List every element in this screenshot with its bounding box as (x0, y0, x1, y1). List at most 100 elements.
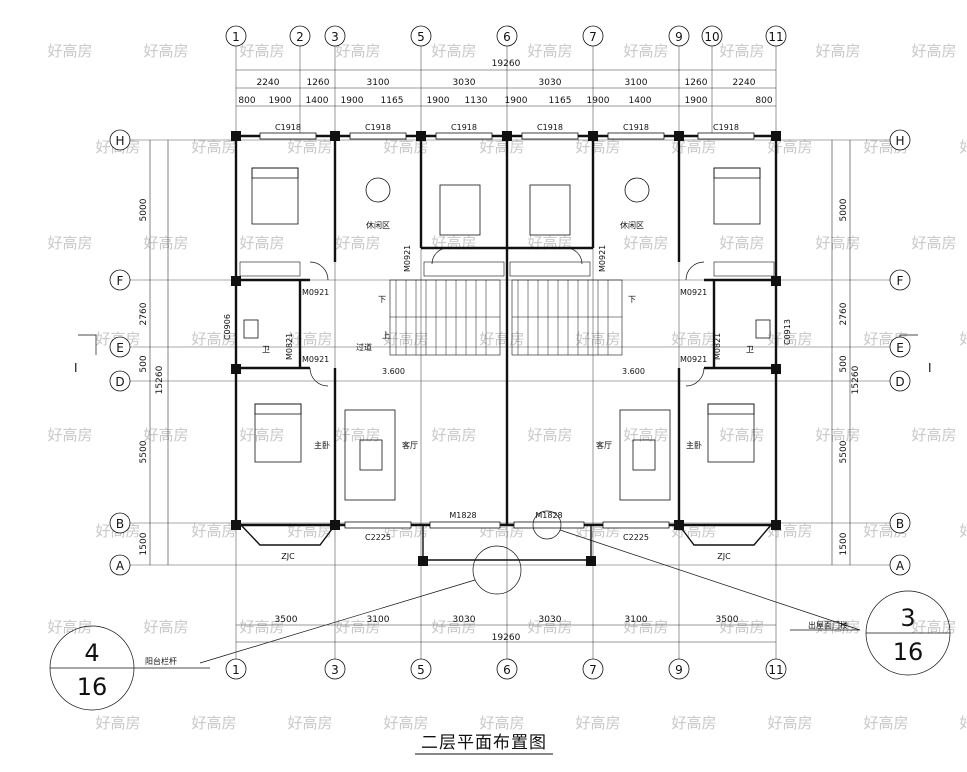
axis-label: 7 (589, 663, 597, 677)
elevation-label: 3.600 (382, 367, 405, 376)
dim-bottom-row: 3030 (539, 615, 562, 625)
watermark-text: 好高房 (479, 330, 524, 348)
axis-label: F (117, 274, 124, 288)
dim-top-row1: 3100 (367, 78, 390, 88)
dim-top-row1: 2240 (257, 78, 280, 88)
axis-bubble-col-9: 9 (668, 658, 690, 680)
axis-label: 9 (675, 30, 683, 44)
dim-side-right: 5000 (839, 198, 849, 221)
watermark-text: 好高房 (527, 426, 572, 444)
dim-bottom-row: 3500 (716, 615, 739, 625)
dim-top-row1: 3100 (625, 78, 648, 88)
watermark-text: 好高房 (287, 522, 332, 540)
watermark-text: 好高房 (719, 234, 764, 252)
dim-side-total-left: 15260 (155, 365, 165, 394)
rest-area-label: 休闲区 (366, 220, 390, 230)
dim-side-right: 500 (839, 355, 849, 372)
axis-bubble-row-A: A (109, 554, 131, 576)
axis-label: B (116, 517, 124, 531)
axis-bubble-row-B: B (889, 512, 911, 534)
axis-label: 11 (768, 30, 783, 44)
axis-label: 1 (232, 30, 240, 44)
watermark-text: 好高房 (671, 714, 716, 732)
elevation-label: 3.600 (622, 367, 645, 376)
watermark-text: 好高房 (431, 42, 476, 60)
watermark-text: 好高房 (479, 714, 524, 732)
door-label: M1828 (535, 511, 562, 520)
door-label: M0921 (302, 288, 329, 297)
watermark-text: 好高房 (47, 42, 92, 60)
axis-label: E (896, 341, 904, 355)
door-label: M0821 (285, 333, 294, 360)
axis-bubble-row-H: H (889, 129, 911, 151)
door-label: M0921 (598, 245, 607, 272)
axis-bubble-row-F: F (109, 269, 131, 291)
living-room-label: 客厅 (402, 440, 418, 450)
axis-bubble-col-7: 7 (582, 658, 604, 680)
dim-top-row2: 1900 (505, 96, 528, 106)
watermark-text: 好高房 (239, 618, 284, 636)
axis-bubble-col-3: 3 (324, 25, 346, 47)
axis-bubble-col-1: 1 (225, 658, 247, 680)
dim-top-row2: 1900 (341, 96, 364, 106)
watermark-text: 好高房 (335, 618, 380, 636)
axis-bubble-row-A: A (889, 554, 911, 576)
watermark-text: 好高房 (335, 426, 380, 444)
watermark-text: 好高房 (335, 42, 380, 60)
axis-label: 9 (675, 663, 683, 677)
axis-label: D (115, 375, 124, 389)
window-label: C1918 (537, 123, 563, 132)
watermark-text: 好高房 (767, 138, 812, 156)
door-label: M0921 (403, 245, 412, 272)
watermark-text: 好高房 (719, 426, 764, 444)
watermark-text: 好高房 (623, 426, 668, 444)
axis-label: 11 (768, 663, 783, 677)
dim-top-total: 19260 (492, 59, 521, 69)
axis-label: H (115, 134, 124, 148)
window-label: C1918 (623, 123, 649, 132)
bathroom-label: 卫 (262, 345, 270, 354)
window-label: C2225 (365, 533, 391, 542)
bay-window-label: ZJC (281, 552, 295, 561)
window-label: C2225 (623, 533, 649, 542)
dim-bottom-row: 3030 (453, 615, 476, 625)
dim-top-row2: 1400 (629, 96, 652, 106)
axis-label: 1 (232, 663, 240, 677)
watermark-text: 好高房 (191, 714, 236, 732)
watermark-text: 好高房 (383, 138, 428, 156)
door-label: M0921 (302, 355, 329, 364)
watermark-text: 好高房 (383, 714, 428, 732)
watermark-text: 好高房 (815, 234, 860, 252)
watermark-text: 好高房 (671, 330, 716, 348)
axis-label: 6 (503, 663, 511, 677)
section-mark-left: I (74, 361, 78, 375)
dim-top-row1: 3030 (539, 78, 562, 88)
dim-top-row2: 1165 (381, 96, 404, 106)
master-bedroom-label: 主卧 (314, 440, 330, 450)
axis-bubble-col-10: 10 (701, 25, 723, 47)
detail-ref-bottom: 16 (893, 638, 924, 666)
watermark-text: 好高房 (911, 426, 956, 444)
axis-label: B (896, 517, 904, 531)
dim-bottom-total: 19260 (492, 633, 521, 643)
watermark-text: 好高房 (623, 42, 668, 60)
watermark-text: 好高房 (527, 618, 572, 636)
axis-label: H (895, 134, 904, 148)
gate-note: 出屋面门楼 (808, 620, 848, 630)
dim-side-left: 500 (139, 355, 149, 372)
watermark-text: 好高房 (623, 234, 668, 252)
axis-bubble-col-7: 7 (582, 25, 604, 47)
window-label: C1918 (713, 123, 739, 132)
dim-side-left: 5000 (139, 198, 149, 221)
axis-label: 5 (417, 663, 425, 677)
axis-bubble-col-9: 9 (668, 25, 690, 47)
dim-top-row2: 1900 (587, 96, 610, 106)
watermark-text: 好高房 (335, 234, 380, 252)
axis-label: 5 (417, 30, 425, 44)
axis-bubble-col-2: 2 (289, 25, 311, 47)
axis-label: 2 (296, 30, 304, 44)
watermark-text: 好高房 (143, 42, 188, 60)
watermark-text: 好高房 (431, 234, 476, 252)
watermark-text: 好高房 (143, 426, 188, 444)
